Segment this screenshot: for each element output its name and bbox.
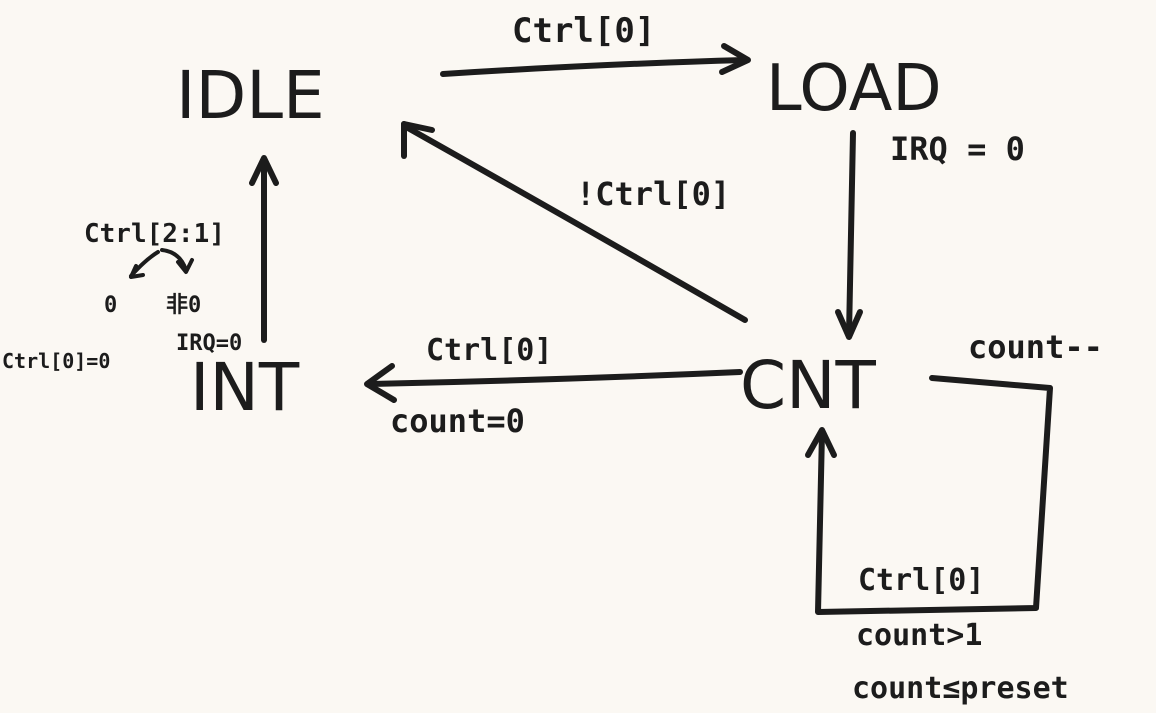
label-cnt-to-int-count: count=0: [390, 402, 525, 440]
label-cnt-to-idle: !Ctrl[0]: [576, 175, 730, 213]
label-cnt-to-int-ctrl: Ctrl[0]: [426, 333, 552, 368]
arrow-int-to-idle: [249, 155, 279, 343]
state-int: INT: [190, 349, 300, 426]
label-int-to-idle-branch-left: 0: [104, 293, 117, 318]
mode-branch-mark: [129, 248, 194, 279]
label-cnt-self-count-gt: count>1: [856, 618, 982, 653]
label-int-to-idle-branch-right: 非0: [166, 293, 201, 318]
label-cnt-self-action: count--: [968, 328, 1103, 366]
arrow-idle-to-load: [440, 43, 751, 77]
arrow-cnt-to-int: [364, 363, 743, 403]
state-load: LOAD: [766, 52, 942, 126]
arrow-load-to-cnt: [835, 130, 863, 340]
arrow-cnt-to-idle: [401, 121, 748, 323]
label-int-to-idle-irq: IRQ=0: [176, 331, 242, 356]
label-cnt-self-ctrl: Ctrl[0]: [858, 563, 984, 598]
label-cnt-self-count-le: count≤preset: [852, 671, 1069, 706]
state-cnt: CNT: [740, 347, 876, 424]
label-int-to-idle-ctrl: Ctrl[0]=0: [2, 349, 110, 373]
label-load-to-cnt: IRQ = 0: [890, 130, 1025, 168]
label-int-to-idle-mode: Ctrl[2:1]: [84, 219, 225, 249]
label-idle-to-load: Ctrl[0]: [512, 11, 655, 51]
arrow-cnt-self-loop: [805, 375, 1053, 615]
state-idle: IDLE: [176, 57, 325, 134]
